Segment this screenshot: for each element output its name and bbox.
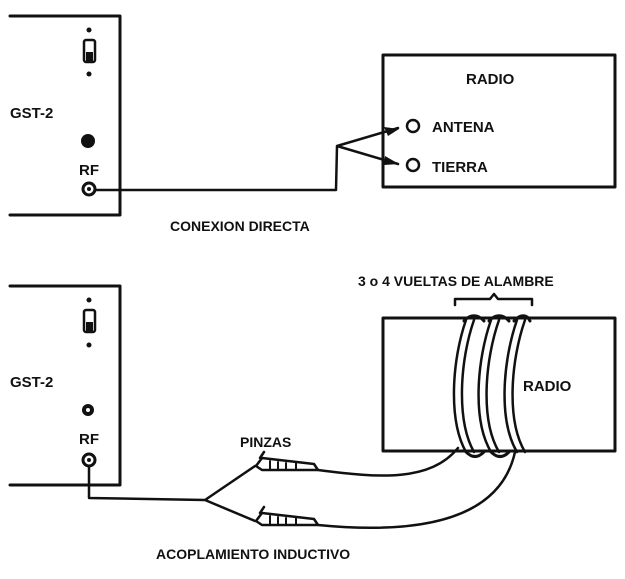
top-radio-box: [381, 53, 617, 189]
antenna-terminal-icon: [405, 118, 421, 134]
wire-coil: [452, 314, 532, 458]
top-generator-label: GST-2: [10, 105, 53, 122]
bottom-diagram: GST-2 RF RADIO 3 o 4: [8, 273, 617, 562]
bottom-rf-jack-icon: [81, 452, 97, 468]
top-generator-knob-icon: [81, 134, 95, 148]
bottom-generator-label: GST-2: [10, 374, 53, 391]
top-cable-antenna-arrow: [384, 127, 399, 136]
coil-brace: [453, 292, 534, 307]
lower-clip-lead: [316, 450, 517, 530]
antenna-label: ANTENA: [432, 119, 495, 136]
bottom-cable: [87, 464, 257, 523]
bottom-radio-box: [381, 316, 617, 453]
clips-label: PINZAS: [240, 434, 291, 450]
upper-clip-icon: [254, 450, 320, 472]
top-radio-label: RADIO: [466, 71, 515, 88]
bottom-generator-knob-icon: [82, 404, 94, 416]
top-caption: CONEXION DIRECTA: [170, 218, 310, 234]
coil-label: 3 o 4 VUELTAS DE ALAMBRE: [358, 273, 554, 289]
lower-clip-icon: [254, 505, 320, 527]
bottom-caption: ACOPLAMIENTO INDUCTIVO: [156, 546, 350, 562]
ground-label: TIERRA: [432, 159, 488, 176]
bottom-generator-switch-icon: [82, 297, 97, 348]
upper-clip-lead: [316, 446, 460, 477]
bottom-radio-label: RADIO: [523, 378, 572, 395]
top-cable-ground-arrow: [384, 156, 399, 165]
top-cable: [93, 126, 400, 192]
bottom-rf-label: RF: [79, 431, 99, 448]
top-generator-switch-icon: [82, 27, 97, 77]
top-diagram: GST-2 RF RADIO ANTENA TIERRA CONEXION DI…: [8, 14, 617, 234]
ground-terminal-icon: [405, 157, 421, 173]
top-rf-jack-icon: [81, 181, 97, 197]
top-rf-label: RF: [79, 162, 99, 179]
bottom-generator-box: [8, 284, 122, 487]
top-generator-box: [8, 14, 122, 217]
